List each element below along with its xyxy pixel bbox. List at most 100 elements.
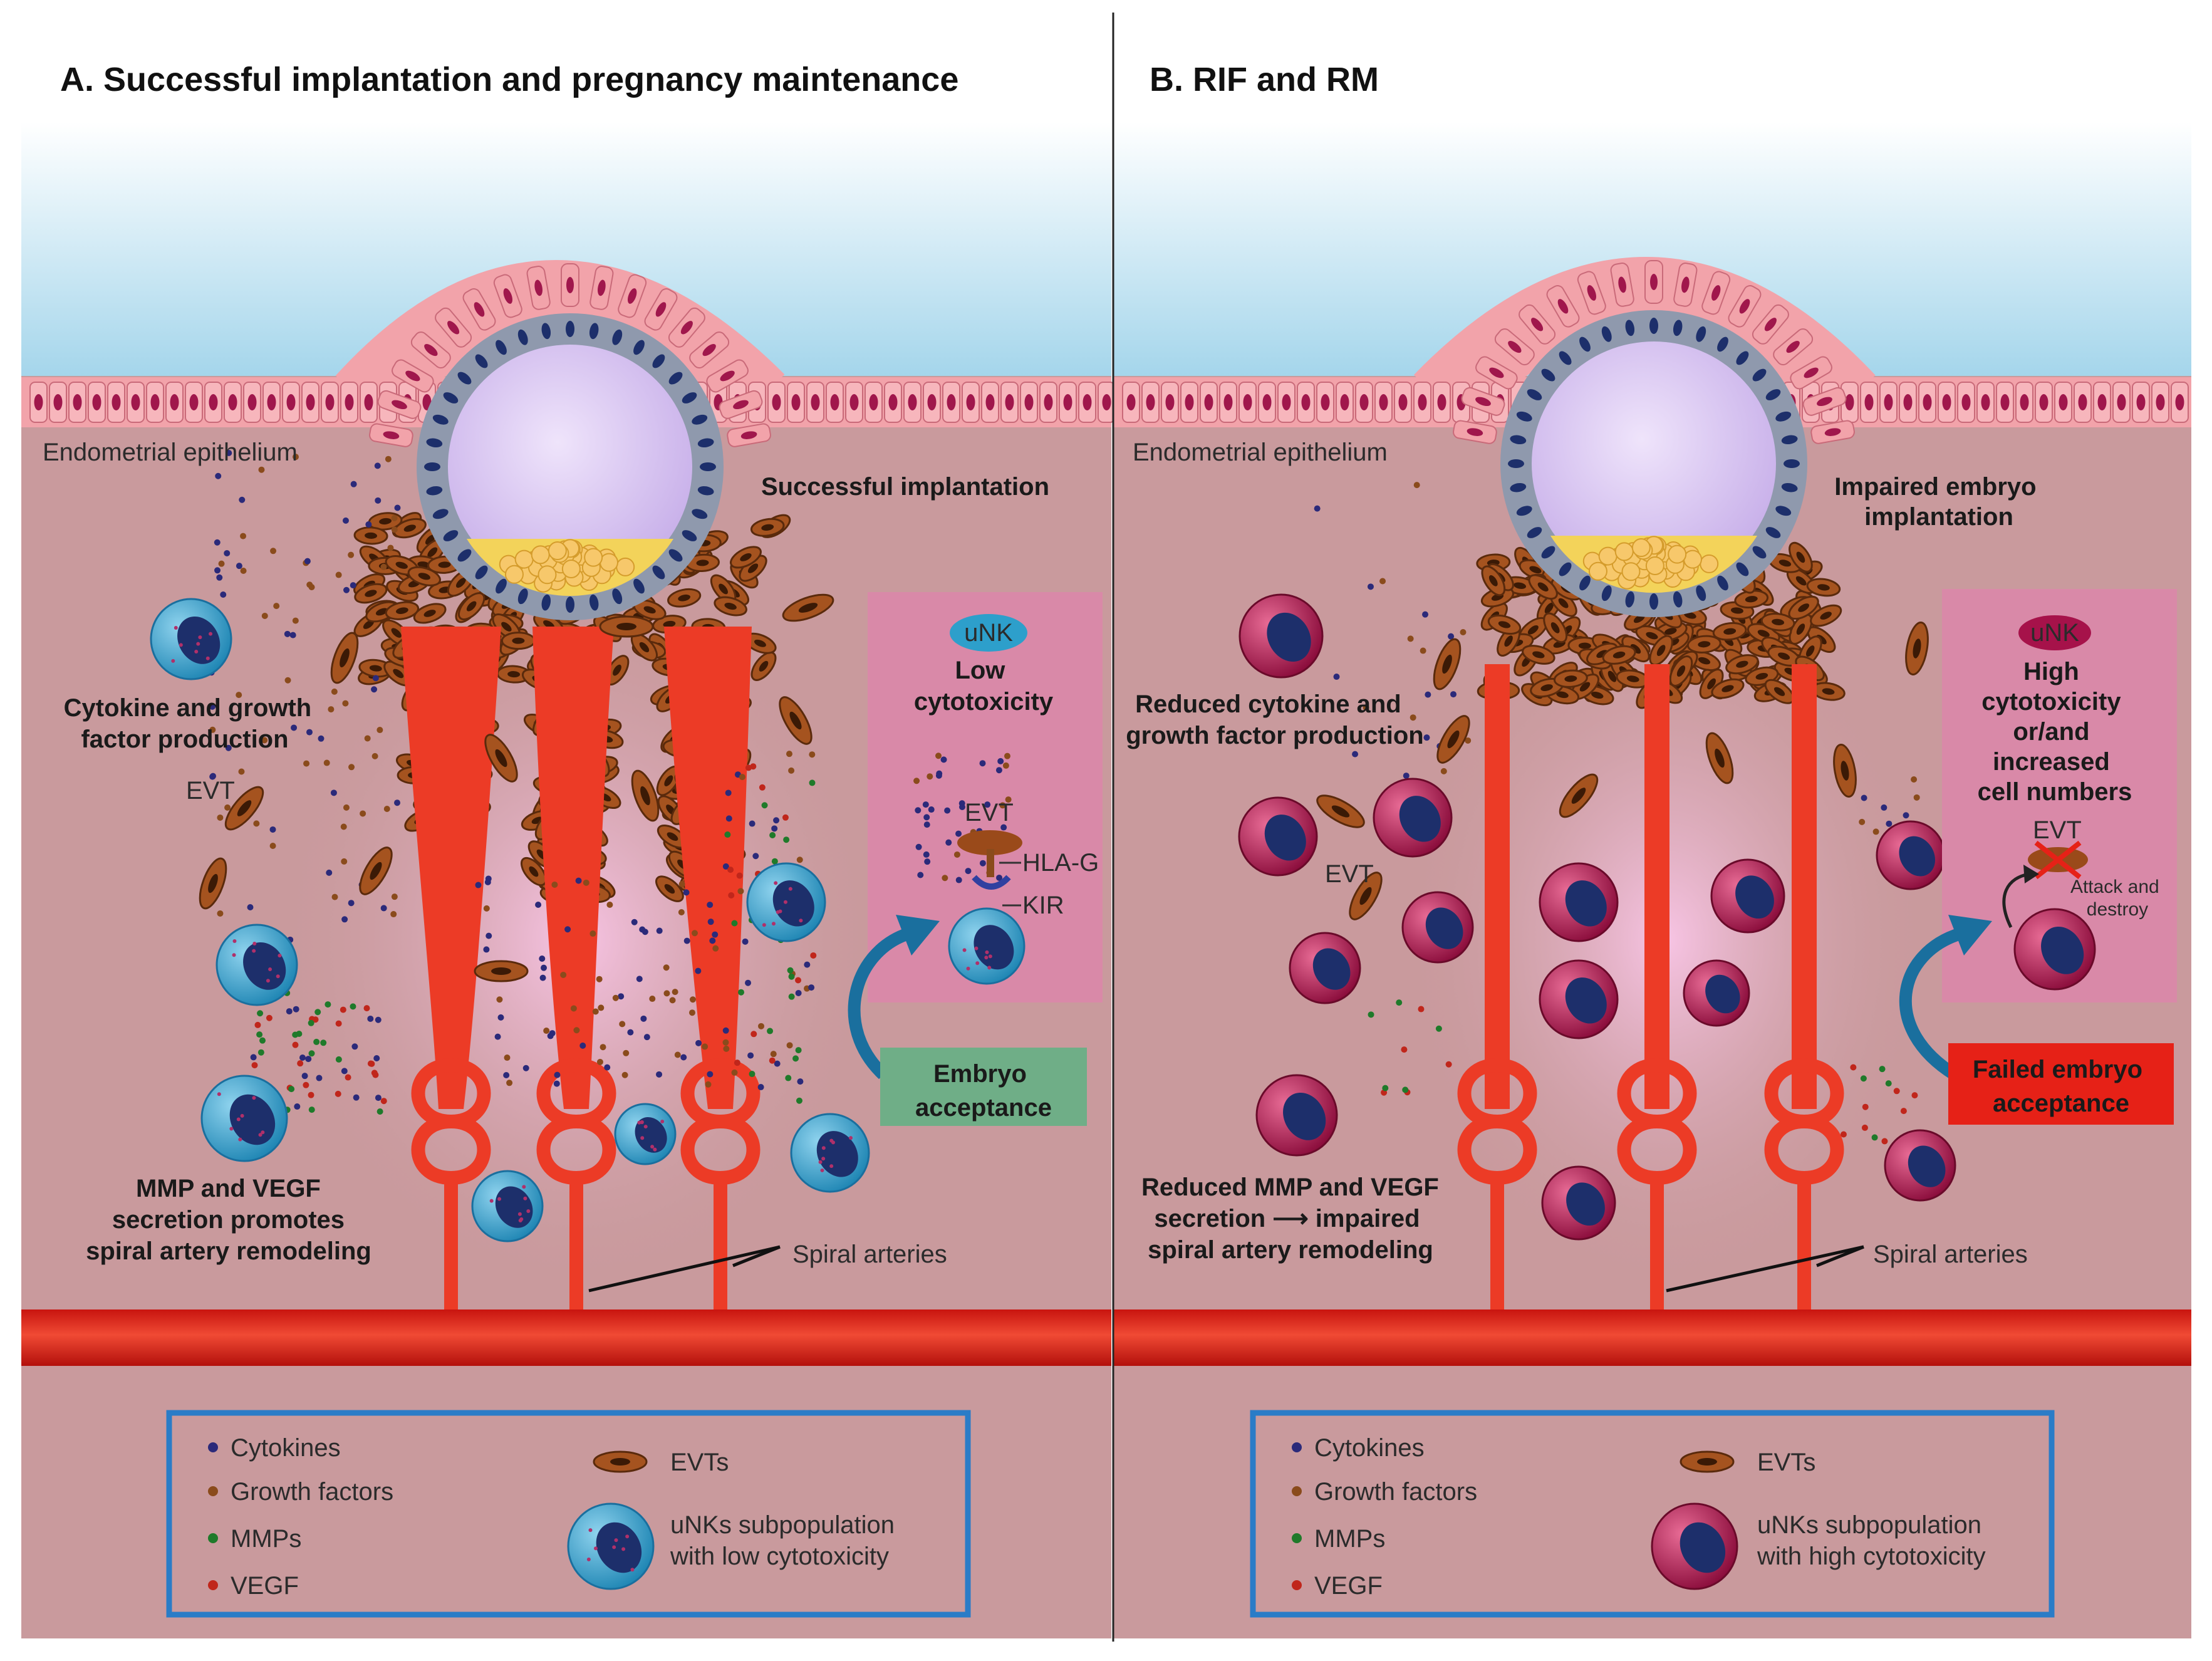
factor-dot bbox=[795, 1047, 802, 1054]
legend-mmp-dot bbox=[208, 1533, 218, 1543]
factor-dot bbox=[286, 1008, 293, 1015]
factor-dot bbox=[240, 533, 247, 539]
unk-nucleus bbox=[1267, 612, 1311, 662]
evt-nucleus bbox=[370, 862, 382, 880]
granule bbox=[640, 1136, 645, 1140]
granule bbox=[205, 656, 210, 660]
factor-dot bbox=[788, 767, 795, 774]
granule bbox=[821, 1146, 826, 1150]
epithelial-nucleus bbox=[1223, 394, 1233, 410]
factor-dot bbox=[225, 744, 232, 751]
factor-dot bbox=[1420, 647, 1426, 654]
granule bbox=[232, 939, 237, 944]
factor-dot bbox=[623, 1049, 630, 1056]
factor-dot bbox=[728, 892, 735, 898]
evt-nucleus bbox=[495, 749, 507, 768]
inner-cell bbox=[1631, 538, 1651, 558]
factor-dot bbox=[702, 1043, 709, 1050]
factor-dot bbox=[953, 851, 960, 858]
epithelial-nucleus bbox=[2078, 394, 2087, 410]
unk-nucleus bbox=[1705, 974, 1740, 1014]
factor-dot bbox=[292, 617, 299, 624]
factor-dot bbox=[343, 586, 350, 593]
epithelial-nucleus bbox=[1489, 367, 1504, 378]
epithelial-nucleus bbox=[966, 394, 975, 410]
trophoblast-nucleus bbox=[1625, 320, 1635, 336]
factor-dot bbox=[736, 872, 743, 879]
factor-dot bbox=[253, 820, 260, 827]
factor-dot bbox=[380, 563, 387, 570]
destroy-cross bbox=[2034, 840, 2082, 880]
granule bbox=[788, 887, 792, 891]
legend-cytokines: Cytokines bbox=[231, 1434, 341, 1462]
factor-dot bbox=[955, 830, 962, 837]
mmp-label-b: Reduced MMP and VEGF secretion ⟶ impaire… bbox=[1141, 1174, 1446, 1264]
factor-dot bbox=[795, 989, 802, 996]
factor-dot bbox=[809, 751, 816, 758]
factor-dot bbox=[1314, 505, 1321, 512]
factor-dot bbox=[217, 814, 224, 821]
granule bbox=[278, 954, 282, 958]
epithelial-nucleus bbox=[34, 394, 43, 410]
unk-nucleus bbox=[635, 1117, 667, 1153]
epithelial-nucleus bbox=[740, 431, 757, 439]
epithelial-nucleus bbox=[2039, 394, 2048, 410]
epithelium-label: Endometrial epithelium bbox=[43, 439, 298, 466]
factor-dot bbox=[656, 1071, 663, 1078]
factor-dot bbox=[570, 1005, 577, 1012]
epithelial-nucleus bbox=[1475, 397, 1491, 406]
epithelial-nucleus bbox=[628, 288, 637, 304]
factor-dot bbox=[669, 997, 676, 1004]
trophoblast-nucleus bbox=[1775, 506, 1792, 516]
granule bbox=[240, 1113, 244, 1118]
cytokine-label-b: Reduced cytokine and growth factor produ… bbox=[1126, 690, 1424, 749]
evt-nucleus bbox=[393, 669, 404, 679]
factor-dot bbox=[1460, 628, 1467, 635]
evt-nucleus bbox=[403, 524, 416, 532]
epithelial-nucleus bbox=[73, 394, 82, 410]
factor-dot bbox=[769, 1057, 776, 1064]
factor-dot bbox=[541, 964, 548, 971]
epithelial-nucleus bbox=[772, 394, 781, 410]
factor-dot bbox=[786, 1042, 793, 1049]
factor-dot bbox=[573, 1027, 580, 1034]
factor-dot bbox=[306, 581, 313, 588]
factor-dot bbox=[915, 807, 922, 814]
factor-dot bbox=[214, 539, 221, 546]
evt-nucleus bbox=[664, 775, 673, 786]
epithelial-nucleus bbox=[1126, 394, 1136, 410]
inner-cell bbox=[1668, 544, 1687, 564]
acceptance-arrowhead bbox=[896, 915, 940, 955]
factor-dot bbox=[1401, 1046, 1408, 1053]
trophoblast-nucleus bbox=[1752, 546, 1767, 559]
epithelial-nucleus bbox=[1243, 394, 1252, 410]
factor-dot bbox=[771, 825, 778, 832]
granule bbox=[523, 1196, 527, 1200]
factor-dot bbox=[291, 724, 298, 731]
legend-cytokine-dot bbox=[208, 1442, 218, 1452]
factor-dot bbox=[294, 1103, 301, 1110]
epithelial-nucleus bbox=[1650, 274, 1658, 290]
factor-dot bbox=[596, 976, 603, 982]
factor-dot bbox=[722, 863, 729, 870]
trophoblast-nucleus bbox=[589, 594, 599, 611]
factor-dot bbox=[604, 1064, 611, 1071]
granule bbox=[171, 659, 175, 663]
trophoblast-nucleus bbox=[475, 354, 488, 368]
epithelial-nucleus bbox=[1262, 394, 1272, 410]
factor-dot bbox=[348, 900, 355, 907]
factor-dot bbox=[373, 1055, 380, 1062]
epithelial-nucleus bbox=[1437, 394, 1446, 410]
factor-dot bbox=[707, 919, 714, 925]
epithelial-nucleus bbox=[53, 394, 63, 410]
spiral-arteries-b bbox=[1457, 664, 1844, 1323]
factor-dot bbox=[691, 930, 698, 937]
epithelial-nucleus bbox=[2097, 394, 2107, 410]
evt-nucleus bbox=[1796, 623, 1805, 635]
trophoblast-nucleus bbox=[424, 462, 440, 471]
factor-dot bbox=[257, 1010, 264, 1017]
granule bbox=[821, 1157, 826, 1161]
factor-dot bbox=[1403, 773, 1410, 779]
factor-dot bbox=[782, 814, 789, 821]
unk-badge-b bbox=[2018, 615, 2091, 650]
